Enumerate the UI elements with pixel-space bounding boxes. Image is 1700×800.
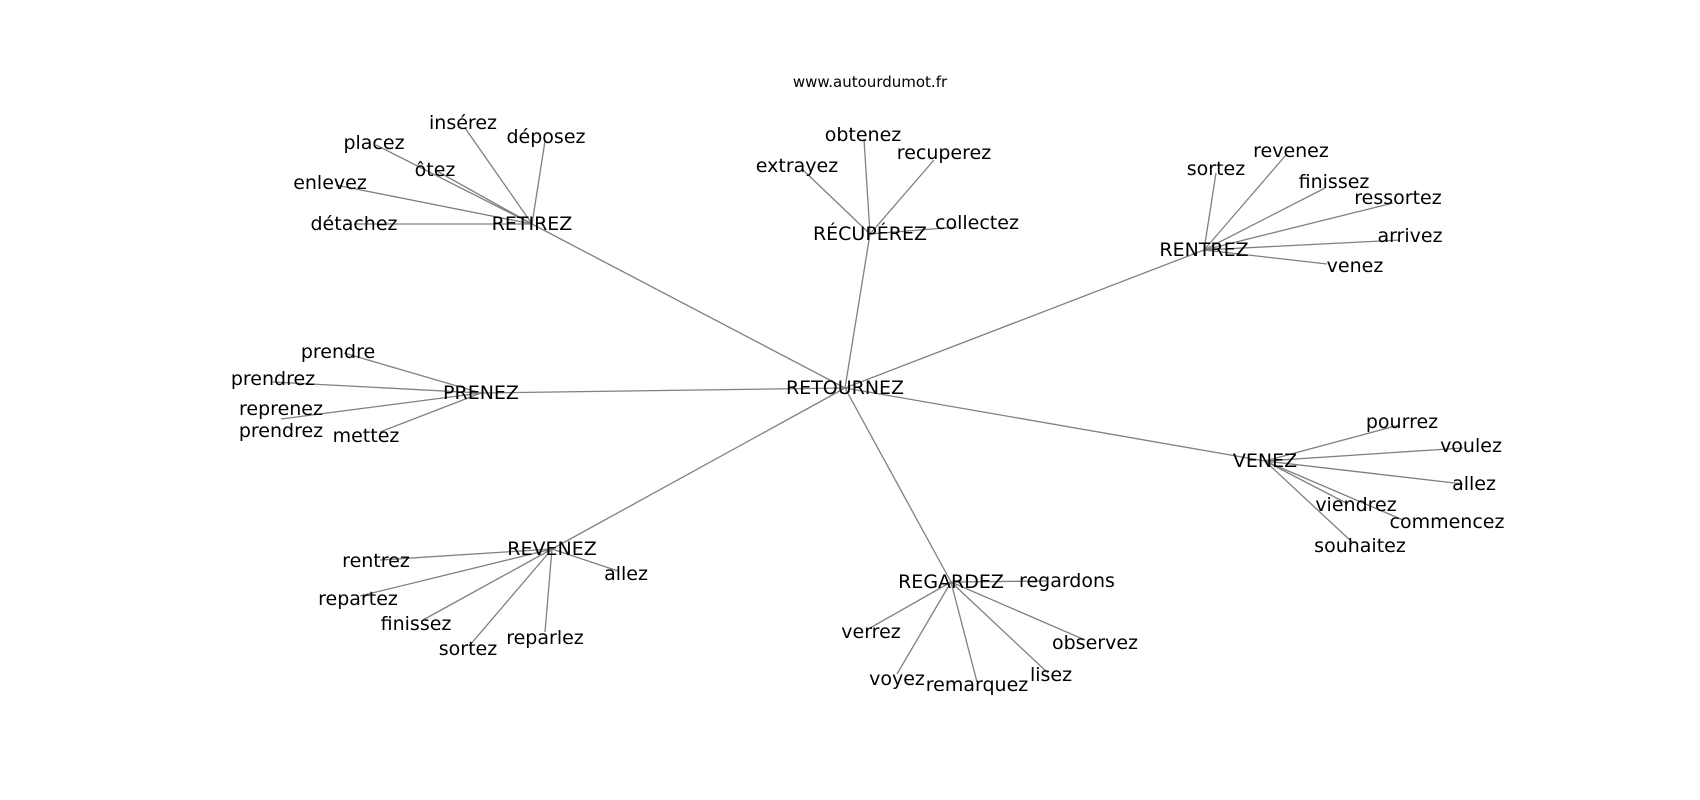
- edge-revenez-repartez: [359, 548, 553, 597]
- edge-center-recuperez: [844, 233, 871, 389]
- leaf-node-remarquez: remarquez: [926, 674, 1029, 696]
- leaf-node-revenez-leaf: revenez: [1253, 140, 1329, 162]
- leaf-node-prendrez: prendrez: [231, 368, 315, 390]
- edge-recuperez-collectez: [869, 226, 958, 235]
- source-label: www.autourdumot.fr: [793, 73, 948, 91]
- leaf-node-voyez: voyez: [869, 668, 925, 690]
- edge-recuperez-extrayez: [802, 169, 871, 235]
- edge-center-prenez: [480, 387, 846, 394]
- hub-node-venez-hub: VENEZ: [1233, 450, 1297, 472]
- edge-regardez-lisez: [950, 581, 1049, 674]
- edge-prenez-reprenez-prendrez: [280, 392, 482, 420]
- edge-venez-hub-allez-v: [1264, 460, 1464, 485]
- leaf-node-allez-v: allez: [1452, 473, 1496, 495]
- leaf-node-ressortez: ressortez: [1354, 187, 1441, 209]
- edge-retirez-placez: [375, 144, 533, 225]
- hub-node-recuperez: RÉCUPÉREZ: [813, 222, 927, 245]
- edge-regardez-verrez: [869, 581, 952, 629]
- edge-rentrez-revenez-leaf: [1203, 154, 1287, 251]
- leaf-node-sortez-r: sortez: [439, 638, 497, 660]
- leaf-node-rentrez-leaf: rentrez: [342, 550, 410, 572]
- leaf-node-viendrez: viendrez: [1315, 494, 1396, 516]
- edge-rentrez-sortez-leaf: [1203, 172, 1217, 251]
- leaf-node-obtenez: obtenez: [825, 124, 902, 146]
- edge-regardez-regardons: [950, 580, 1048, 583]
- edge-rentrez-venez: [1203, 249, 1328, 265]
- edge-venez-hub-pourrez: [1264, 424, 1400, 462]
- leaf-node-souhaitez: souhaitez: [1314, 535, 1406, 557]
- edge-venez-hub-souhaitez: [1264, 460, 1353, 543]
- leaf-node-voulez: voulez: [1440, 435, 1502, 457]
- edge-rentrez-arrivez: [1203, 239, 1401, 251]
- leaf-node-inserez: insérez: [429, 112, 497, 134]
- leaf-node-enlevez: enlevez: [293, 172, 367, 194]
- edge-revenez-rentrez-leaf: [379, 548, 553, 561]
- edge-center-retirez: [531, 223, 846, 389]
- edge-retirez-otez: [434, 169, 533, 225]
- edge-center-regardez: [844, 387, 952, 583]
- leaf-node-reparlez: reparlez: [506, 627, 584, 649]
- leaf-node-prendre: prendre: [301, 341, 375, 363]
- edge-regardez-voyez: [896, 581, 952, 675]
- edge-revenez-finissez-r: [422, 548, 553, 621]
- edge-prenez-mettez: [379, 392, 482, 433]
- edge-recuperez-obtenez: [863, 138, 871, 235]
- hub-node-retirez: RETIREZ: [492, 213, 573, 235]
- edge-prenez-prendrez: [272, 381, 482, 394]
- leaf-node-mettez: mettez: [333, 425, 400, 447]
- leaf-node-verrez: verrez: [841, 621, 900, 643]
- leaf-node-allez-r: allez: [604, 563, 648, 585]
- leaf-node-placez: placez: [343, 132, 404, 154]
- edge-retirez-inserez: [464, 127, 533, 225]
- edge-retirez-deposez: [531, 140, 546, 225]
- hub-node-regardez: REGARDEZ: [898, 571, 1004, 593]
- edge-revenez-sortez-r: [469, 548, 553, 646]
- leaf-node-observez: observez: [1052, 632, 1138, 654]
- edge-recuperez-recuperez-leaf: [869, 159, 935, 235]
- edge-regardez-remarquez: [950, 581, 978, 683]
- edge-center-venez-hub: [844, 387, 1266, 462]
- edge-venez-hub-viendrez: [1264, 460, 1349, 505]
- leaf-node-commencez: commencez: [1390, 511, 1505, 533]
- edge-revenez-reparlez: [544, 548, 553, 633]
- leaf-node-collectez: collectez: [935, 212, 1019, 234]
- leaf-node-sortez-leaf: sortez: [1187, 158, 1245, 180]
- leaf-node-arrivez: arrivez: [1377, 225, 1442, 247]
- edge-venez-hub-commencez: [1264, 460, 1404, 521]
- leaf-node-finissez-leaf: finissez: [1299, 171, 1370, 193]
- edge-center-revenez: [551, 387, 846, 550]
- labels: RETOURNEZ RETIREZ insérez déposez placez ôtez…: [231, 112, 1505, 696]
- edge-rentrez-ressortez: [1203, 202, 1394, 251]
- leaf-node-regardons: regardons: [1019, 570, 1115, 592]
- edge-retirez-enlevez: [335, 184, 533, 225]
- edges: [272, 127, 1464, 683]
- leaf-node-otez: ôtez: [415, 159, 456, 181]
- leaf-node-venez: venez: [1327, 255, 1384, 277]
- edge-regardez-observez: [950, 581, 1086, 641]
- leaf-node-deposez: déposez: [507, 126, 586, 148]
- edge-center-rentrez: [844, 249, 1205, 389]
- center-node-label: RETOURNEZ: [786, 377, 904, 399]
- leaf-node-finissez-r: finissez: [381, 613, 452, 635]
- hub-node-revenez: REVENEZ: [507, 538, 596, 560]
- leaf-node-lisez: lisez: [1030, 664, 1072, 686]
- leaf-node-recuperez-leaf: recuperez: [897, 142, 991, 164]
- edge-revenez-allez-r: [551, 548, 619, 572]
- leaf-node-pourrez: pourrez: [1366, 411, 1438, 433]
- edge-prenez-prendre: [343, 352, 482, 394]
- leaf-node-repartez: repartez: [318, 588, 398, 610]
- leaf-node-detachez: détachez: [311, 213, 398, 235]
- hub-node-prenez: PRENEZ: [443, 382, 519, 404]
- edge-rentrez-finissez-leaf: [1203, 187, 1326, 251]
- hub-node-rentrez: RENTREZ: [1159, 239, 1248, 261]
- edge-venez-hub-voulez: [1264, 447, 1464, 462]
- leaf-node-extrayez: extrayez: [756, 155, 838, 177]
